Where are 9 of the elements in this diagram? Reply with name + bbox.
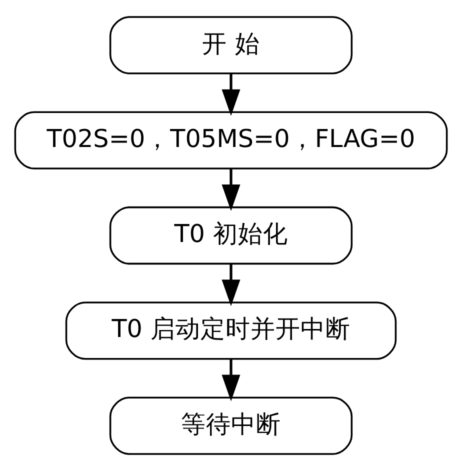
node-box: T0 初始化	[109, 206, 353, 265]
arrow	[222, 168, 240, 211]
node-box: T02S=0，T05MS=0，FLAG=0	[14, 111, 448, 170]
node-box: T0 启动定时并开中断	[65, 302, 397, 360]
arrow	[222, 74, 240, 116]
arrow	[222, 358, 240, 402]
node-box: 等待中断	[109, 396, 353, 455]
node-box: 开 始	[109, 16, 353, 74]
arrow	[222, 264, 240, 306]
